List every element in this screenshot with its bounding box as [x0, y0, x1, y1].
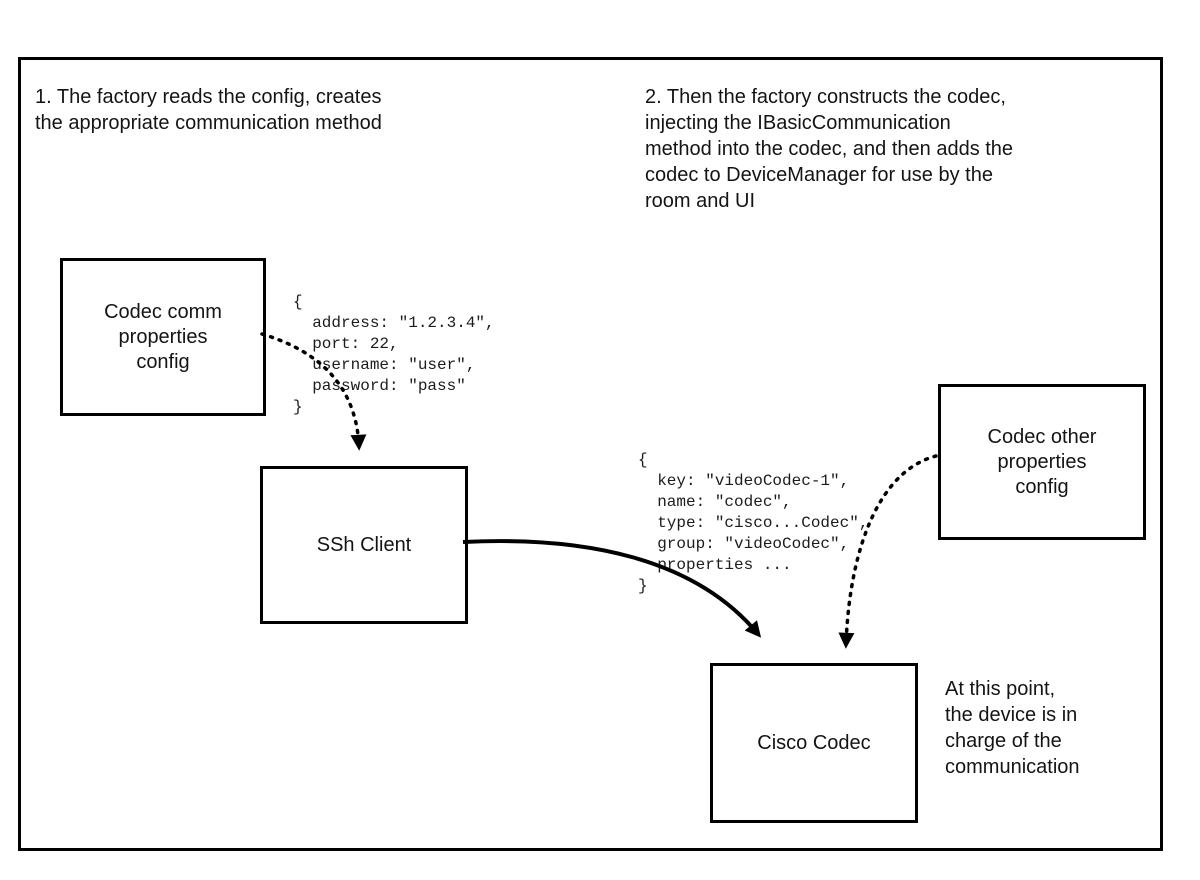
annotation-final: At this point, the device is in charge o… — [945, 678, 1080, 778]
annotation-step2: 2. Then the factory constructs the codec… — [645, 86, 1014, 212]
code-codec-properties: { key: "videoCodec-1", name: "codec", ty… — [638, 451, 869, 595]
node-ssh-client: SSh Client — [260, 466, 468, 624]
node-cisco-codec: Cisco Codec — [710, 663, 918, 823]
node-codec-comm-config: Codec comm properties config — [60, 258, 266, 416]
code-comm-properties: { address: "1.2.3.4", port: 22, username… — [293, 293, 495, 416]
annotation-step1: 1. The factory reads the config, creates… — [35, 86, 382, 134]
node-codec-other-config: Codec other properties config — [938, 384, 1146, 540]
